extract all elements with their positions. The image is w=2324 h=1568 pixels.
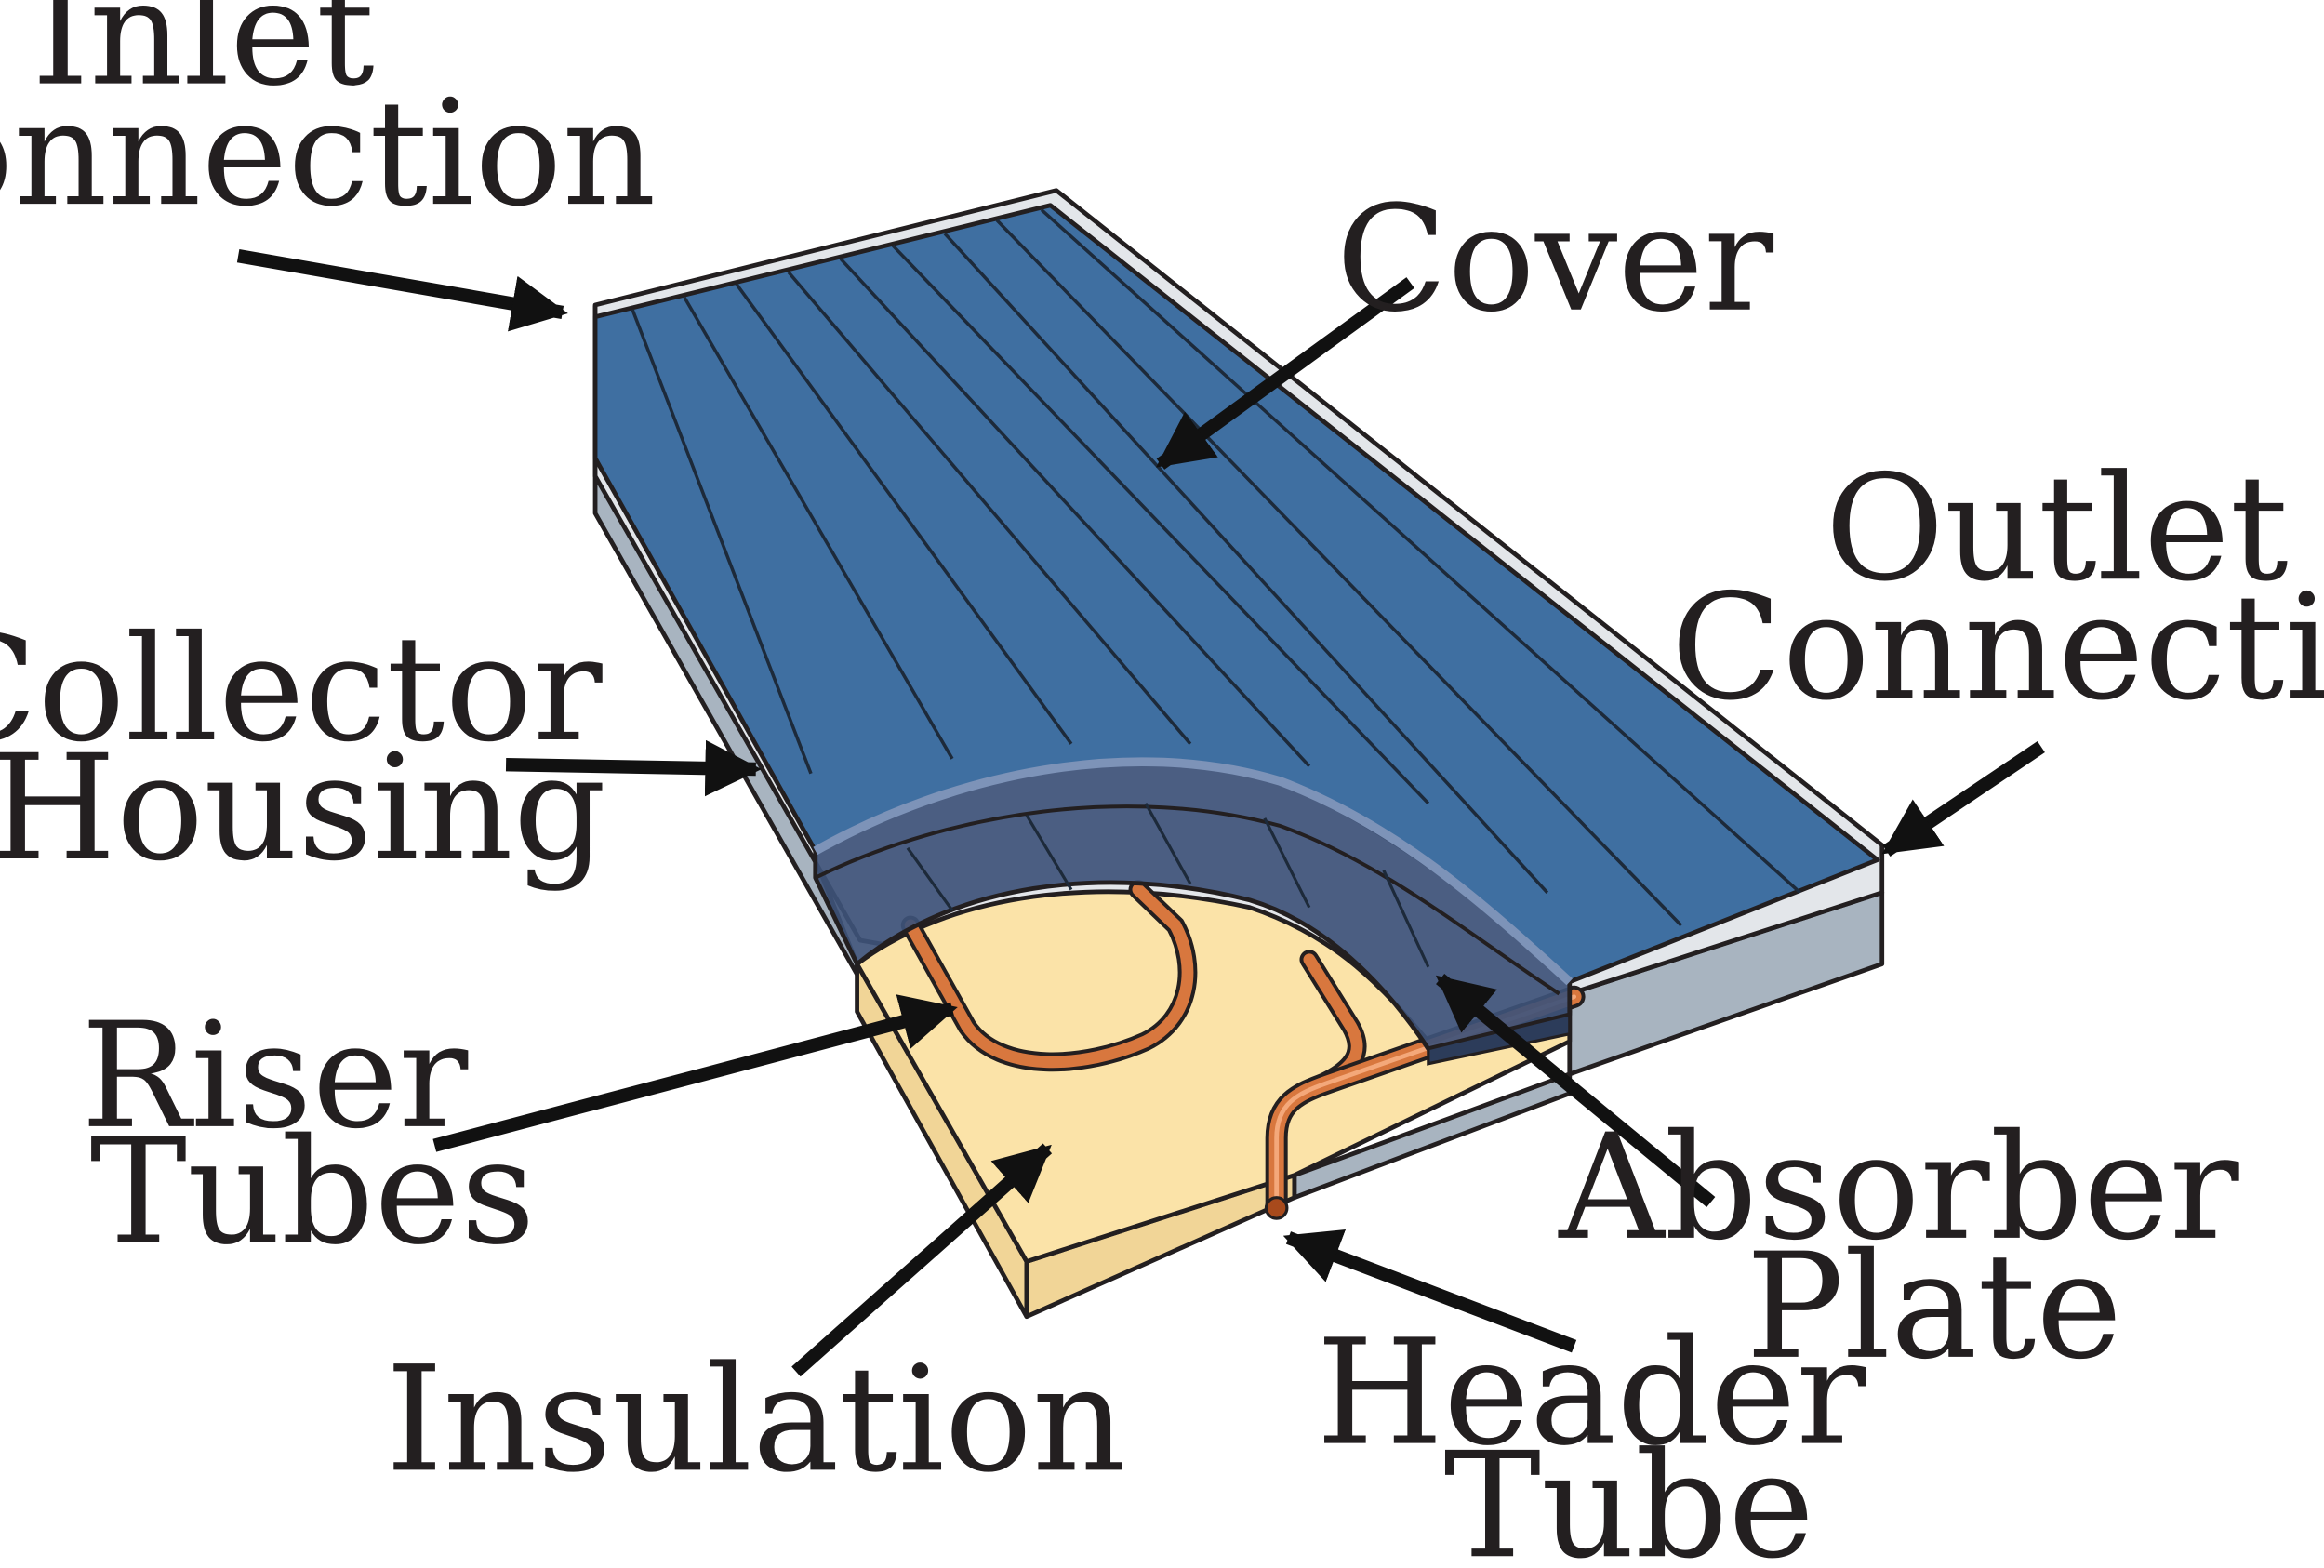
absorber-plate-thickness [1427, 1012, 1572, 1066]
label-outlet-connection: Outlet Connection [1671, 443, 2324, 732]
arrow-inlet [236, 249, 568, 332]
label-housing-line2: Housing [0, 723, 606, 893]
label-riser-line1: Riser [81, 990, 468, 1161]
arrow-cover [1156, 277, 1414, 470]
arrows [236, 249, 2045, 1377]
arrow-housing [505, 739, 762, 797]
label-absorber-plate: Absorber Plate [1558, 1102, 2285, 1391]
label-collector-housing: Collector Housing [0, 604, 649, 893]
label-insulation: Insulation [386, 1334, 1126, 1504]
label-header-line2: Tube [1443, 1420, 1814, 1568]
label-header-tube: Header Tube [1316, 1308, 1912, 1568]
arrow-absorber [1435, 973, 1716, 1208]
header-tube [1265, 985, 1586, 1219]
label-header-line1: Header [1316, 1308, 1866, 1478]
label-cover-line1: Cover [1336, 174, 1774, 344]
arrow-header [1282, 1229, 1577, 1353]
label-inlet-line2: Connection [0, 68, 657, 238]
cover-stripes [631, 208, 1801, 927]
label-absorber-line1: Absorber [1558, 1102, 2238, 1272]
header-tube-end [1264, 1196, 1289, 1220]
arrow-insulation [791, 1143, 1053, 1377]
absorber-stripes [906, 803, 1430, 968]
label-housing-line1: Collector [0, 604, 603, 774]
label-cover: Cover [1336, 174, 1774, 344]
absorber-plate-glass-edge [814, 804, 1560, 996]
label-riser-tubes: Riser Tubes [81, 990, 536, 1277]
label-insulation-line1: Insulation [386, 1334, 1126, 1504]
label-outlet-line1: Outlet [1825, 443, 2288, 613]
label-inlet-line1: Inlet [32, 0, 375, 118]
label-inlet-connection: Inlet Connection [0, 0, 657, 238]
arrow-riser [432, 994, 958, 1152]
label-outlet-line2: Connection [1671, 562, 2324, 732]
label-absorber-line2: Plate [1746, 1221, 2122, 1391]
label-riser-line2: Tubes [90, 1107, 536, 1277]
arrow-outlet [1881, 741, 2045, 857]
absorber-plate-glass-rim [813, 757, 1574, 986]
